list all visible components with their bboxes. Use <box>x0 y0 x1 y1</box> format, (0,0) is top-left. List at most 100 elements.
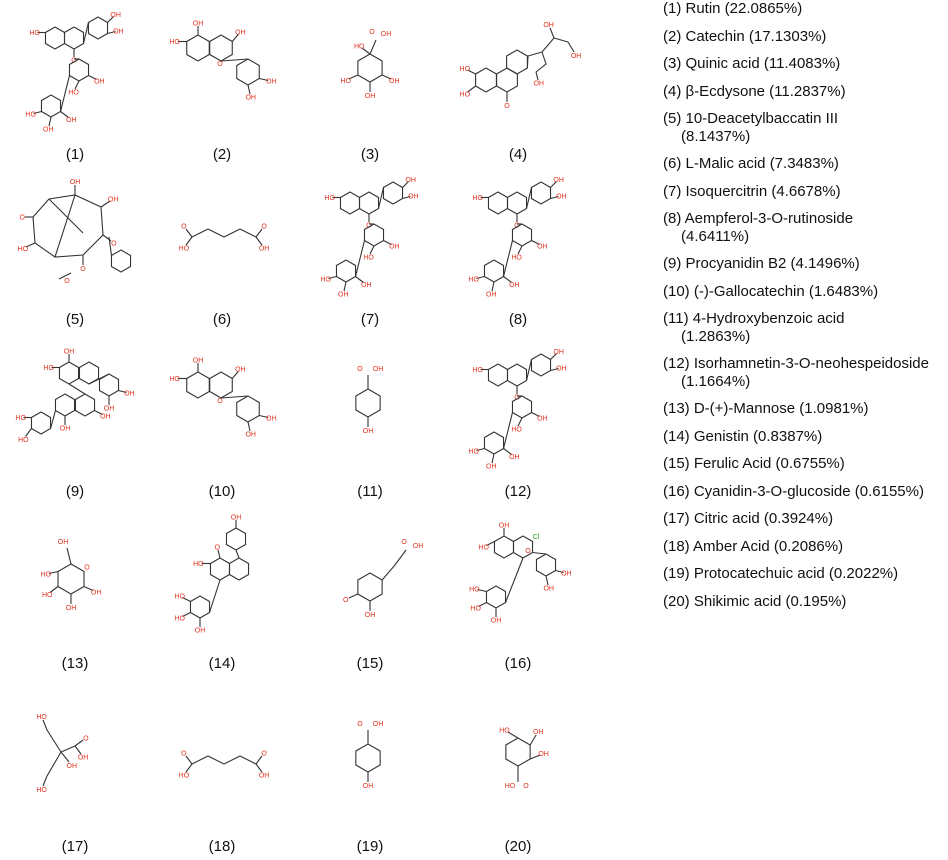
atom-label: O <box>261 751 267 758</box>
atom-label: O <box>525 548 531 555</box>
legend-item: (19) Protocatechuic acid (0.2022%) <box>663 565 898 583</box>
legend-item-label: (2) Catechin (17.1303%) <box>663 27 827 45</box>
legend-item-percent: (1.1664%) <box>681 373 751 390</box>
structure-number: (3) <box>360 146 380 163</box>
legend-item-label: (14) Genistin (0.8387%) <box>663 427 823 445</box>
atom-label: HO <box>43 365 54 372</box>
legend-item: (6) L-Malic acid (7.3483%) <box>663 155 839 173</box>
structure-number: (12) <box>504 483 532 500</box>
atom-label: OH <box>66 117 77 124</box>
atom-label: OH <box>193 20 204 27</box>
atom-label: HO <box>472 195 483 202</box>
legend-item-percent: (4.6411%) <box>681 228 750 245</box>
structure-number: (4) <box>508 146 528 163</box>
legend-item: (8) Aempferol-3-O-rutinoside(4.6411%) <box>663 210 853 246</box>
atom-label: OH <box>408 193 419 200</box>
atom-label: HO <box>468 277 479 284</box>
atom-label: O <box>80 266 86 273</box>
legend-item-label: (10) (-)-Gallocatechin (1.6483%) <box>663 282 879 300</box>
atom-label: OH <box>553 349 564 356</box>
atom-label: O <box>523 783 529 790</box>
atom-label: OH <box>235 367 246 374</box>
legend-item: (9) Procyanidin B2 (4.1496%) <box>663 255 860 273</box>
atom-label: O <box>217 61 223 68</box>
atom-label: O <box>181 224 187 231</box>
atom-label: OH <box>561 571 572 578</box>
structure-number: (2) <box>212 146 232 163</box>
structure-number: (9) <box>65 483 85 500</box>
structure-number: (17) <box>61 838 89 855</box>
legend-item: (17) Citric acid (0.3924%) <box>663 510 833 528</box>
atom-label: OH <box>509 454 520 461</box>
atom-label: OH <box>389 243 400 250</box>
atom-label: O <box>19 215 25 222</box>
atom-label: HO <box>25 112 36 119</box>
atom-label: OH <box>571 53 582 60</box>
atom-label: OH <box>259 245 270 252</box>
atom-label: O <box>357 366 363 373</box>
atom-label: O <box>83 735 89 742</box>
atom-label: OH <box>110 12 121 19</box>
legend-item-label: (4) β-Ecdysone (11.2837%) <box>663 82 846 100</box>
legend-item: (11) 4-Hydroxybenzoic acid(1.2863%) <box>663 310 844 346</box>
atom-label: OH <box>124 391 135 398</box>
structure-number: (8) <box>508 311 528 328</box>
atom-label: O <box>514 394 520 401</box>
legend-item: (10) (-)-Gallocatechin (1.6483%) <box>663 283 878 301</box>
atom-label: OH <box>60 426 71 433</box>
atom-label: OH <box>66 605 77 612</box>
atom-label: HO <box>41 572 52 579</box>
legend-item: (2) Catechin (17.1303%) <box>663 28 826 46</box>
atom-label: OH <box>64 349 75 356</box>
legend-item-label: (13) D-(+)-Mannose (1.0981%) <box>663 400 869 417</box>
atom-label: HO <box>511 254 522 261</box>
atom-label: OH <box>537 243 548 250</box>
atom-label: OH <box>361 282 372 289</box>
legend-item: (7) Isoquercitrin (4.6678%) <box>663 183 841 201</box>
atom-label: OH <box>104 406 115 413</box>
atom-label: OH <box>195 628 206 635</box>
atom-label: OH <box>538 751 549 758</box>
legend-item: (18) Amber Acid (0.2086%) <box>663 538 843 556</box>
atom-label: O <box>181 751 187 758</box>
atom-label: HO <box>320 277 331 284</box>
atom-label: OH <box>533 80 544 87</box>
atom-label: OH <box>91 589 102 596</box>
atom-label: OH <box>499 523 510 530</box>
atom-label: O <box>401 539 407 546</box>
atom-label: O <box>84 565 90 572</box>
structure-number: (13) <box>61 655 89 672</box>
atom-label: OH <box>78 754 89 761</box>
atom-label: HO <box>179 772 190 779</box>
atom-label: OH <box>363 428 374 435</box>
atom-label: OH <box>486 464 497 471</box>
legend-item-label: (20) Shikimic acid (0.195%) <box>663 592 847 610</box>
atom-label: OH <box>231 515 242 522</box>
atom-label: OH <box>543 586 554 593</box>
atom-label: OH <box>365 93 376 100</box>
atom-label: HO <box>29 30 40 37</box>
atom-label: OH <box>543 22 554 29</box>
legend-item-label: (1) Rutin (22.0865%) <box>663 0 803 17</box>
atom-label: HO <box>472 367 483 374</box>
atom-label: HO <box>505 783 516 790</box>
structure-number: (16) <box>504 655 532 672</box>
atom-label: OH <box>113 28 124 35</box>
atom-label: HO <box>469 586 480 593</box>
legend-item: (12) Isorhamnetin-3-O-neohespeidoside(1.… <box>663 355 929 391</box>
atom-label: O <box>64 278 70 285</box>
